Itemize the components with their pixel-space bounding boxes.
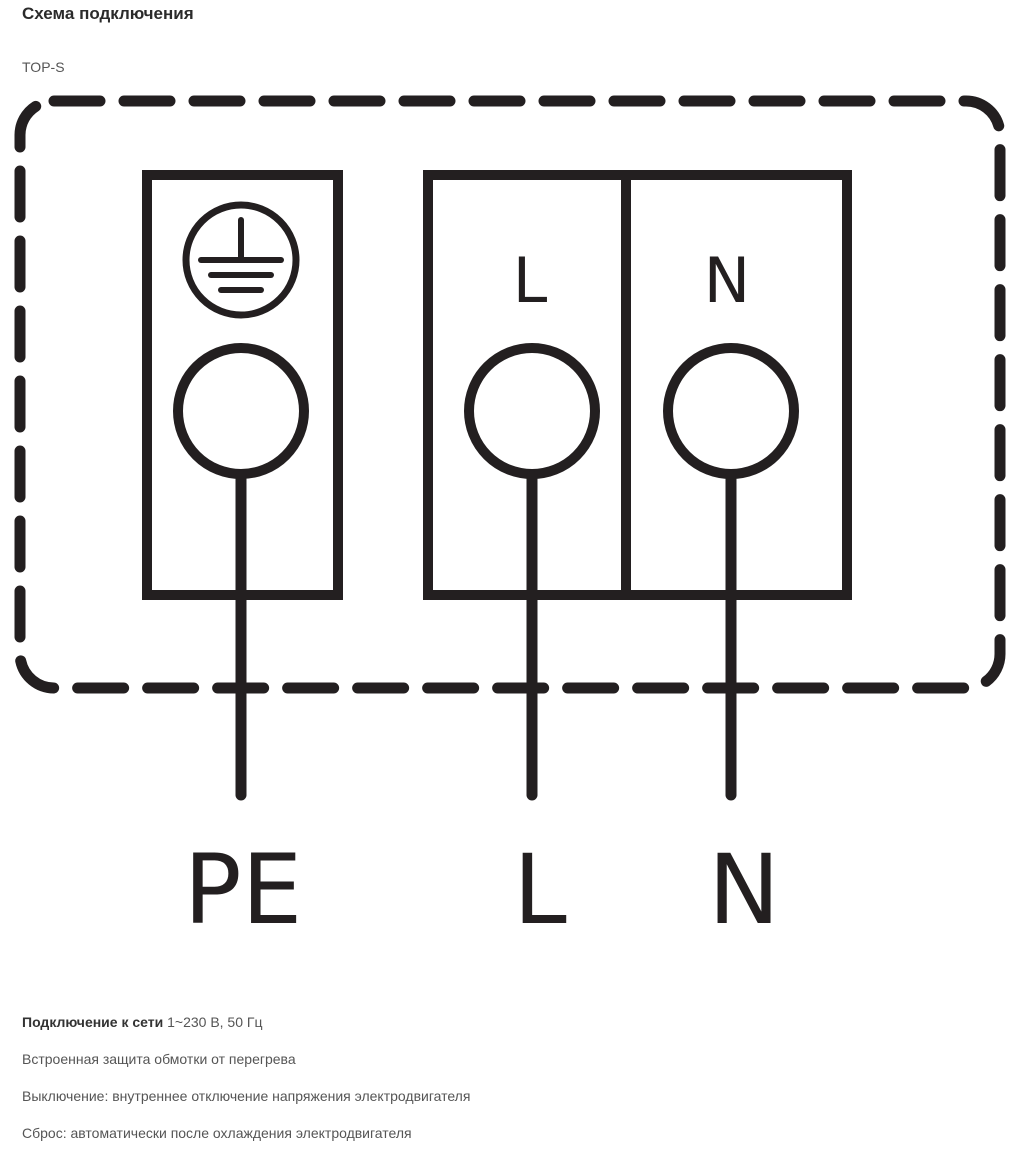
pe-screw-terminal bbox=[173, 343, 309, 479]
terminal-label-l: L bbox=[513, 244, 548, 317]
terminal-label-n: N bbox=[704, 244, 750, 317]
spec-overheat-protection: Встроенная защита обмотки от перегрева bbox=[22, 1051, 296, 1067]
spec-connection-value: 1~230 В, 50 Гц bbox=[167, 1014, 263, 1030]
page-title: Схема подключения bbox=[22, 4, 194, 23]
output-label-l: L bbox=[513, 834, 566, 946]
ground-icon bbox=[182, 201, 300, 319]
output-label-pe: PE bbox=[184, 834, 303, 946]
l-screw-terminal bbox=[464, 343, 600, 479]
spec-connection: Подключение к сети 1~230 В, 50 Гц bbox=[22, 1014, 263, 1030]
model-name: TOP-S bbox=[22, 59, 65, 75]
housing-dashed-outline bbox=[14, 95, 1006, 694]
spec-reset: Сброс: автоматически после охлаждения эл… bbox=[22, 1125, 412, 1141]
spec-connection-label: Подключение к сети bbox=[22, 1014, 164, 1030]
n-screw-terminal bbox=[663, 343, 799, 479]
ln-terminal-block bbox=[423, 170, 852, 600]
spec-shutdown: Выключение: внутреннее отключение напряж… bbox=[22, 1088, 471, 1104]
output-label-n: N bbox=[708, 834, 780, 946]
